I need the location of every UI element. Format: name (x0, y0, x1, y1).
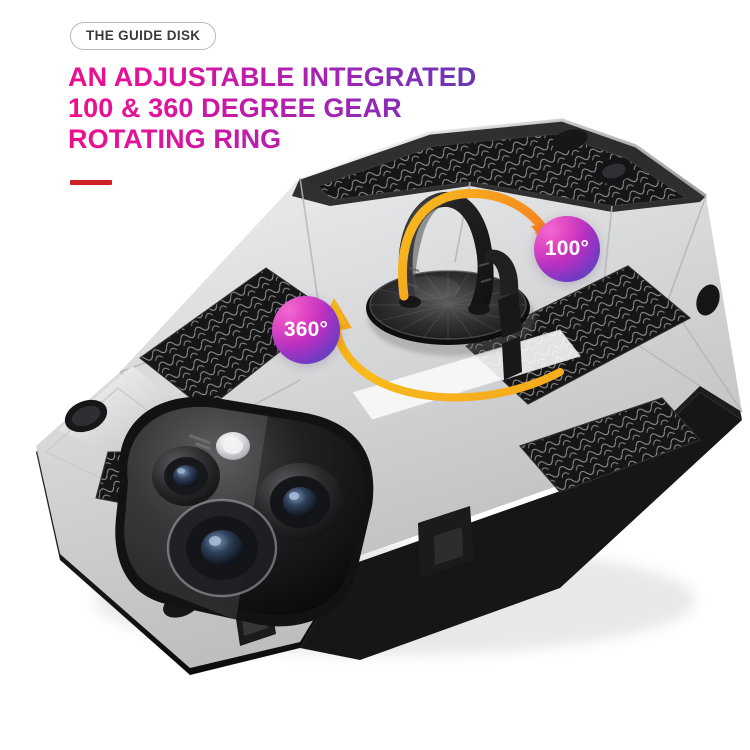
camera-lens-1 (152, 446, 220, 506)
accent-rule (70, 180, 112, 185)
callout-100-label: 100° (544, 237, 590, 260)
camera-lens-3 (166, 498, 278, 598)
callout-360-degrees: 360° (272, 296, 340, 364)
callout-360-label: 360° (283, 318, 329, 341)
camera-flash (216, 432, 250, 460)
camera-module (115, 396, 374, 627)
guide-disk-badge: THE GUIDE DISK (70, 22, 217, 50)
headline-line-2: 100 & 360 DEGREE GEAR (68, 93, 402, 123)
headline-line-1: AN ADJUSTABLE INTEGRATED (68, 62, 477, 92)
camera-lens-2 (256, 463, 344, 541)
callout-100-degrees: 100° (534, 216, 600, 282)
ring-grip-notches (407, 262, 492, 288)
headline-line-3: ROTATING RING (68, 124, 282, 154)
camera-engraving (188, 434, 212, 451)
page-title: AN ADJUSTABLE INTEGRATED 100 & 360 DEGRE… (68, 62, 628, 155)
